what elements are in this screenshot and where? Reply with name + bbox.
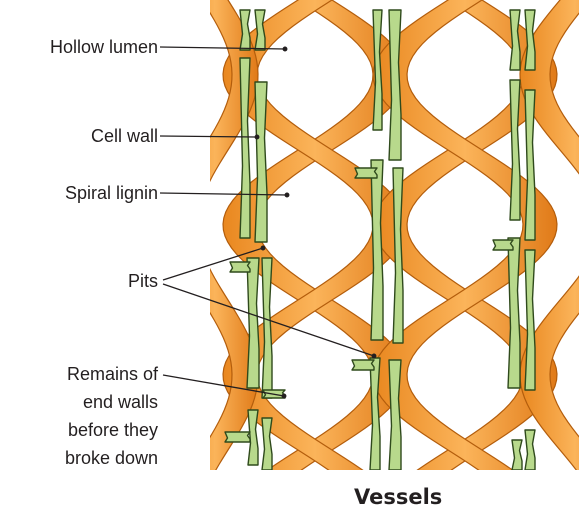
leader-dot-spiral-lignin xyxy=(285,193,289,197)
leader-dot-end-walls xyxy=(282,394,286,398)
cell-wall-segment-1 xyxy=(240,10,250,50)
cell-wall-segment-6 xyxy=(262,258,272,398)
label-end-walls-line-3: before they xyxy=(0,419,158,441)
label-hollow-lumen: Hollow lumen xyxy=(0,36,158,58)
cell-wall-segment-11 xyxy=(371,160,383,340)
label-cell-wall: Cell wall xyxy=(0,125,158,147)
cell-wall-segment-20 xyxy=(525,250,535,390)
label-end-walls-line-4: broke down xyxy=(0,447,158,469)
leader-dot-pits-2 xyxy=(372,354,376,358)
cell-wall-segment-23 xyxy=(230,262,250,272)
cell-wall-segment-21 xyxy=(512,440,522,470)
leader-dot-hollow-lumen xyxy=(283,47,287,51)
cell-wall-segment-17 xyxy=(510,80,520,220)
label-spiral-lignin: Spiral lignin xyxy=(0,182,158,204)
leader-dot-cell-wall xyxy=(255,135,259,139)
label-end-walls-line-2: end walls xyxy=(0,391,158,413)
leader-dot-pits-1 xyxy=(261,246,265,250)
label-end-walls-line-1: Remains of xyxy=(0,363,158,385)
cell-wall-segment-14 xyxy=(389,360,401,470)
cell-wall-segment-2 xyxy=(255,10,265,50)
cell-wall-segment-27 xyxy=(493,240,513,250)
cell-wall-segment-10 xyxy=(389,10,401,160)
diagram-caption: Vessels xyxy=(354,485,442,509)
cell-wall-segment-16 xyxy=(525,10,535,70)
cell-wall-segment-26 xyxy=(352,360,374,370)
label-pits: Pits xyxy=(0,270,158,292)
cell-wall-segment-3 xyxy=(240,58,250,238)
cell-wall-segment-13 xyxy=(370,358,380,470)
cell-wall-segment-5 xyxy=(247,258,259,388)
cell-wall-segment-19 xyxy=(508,238,520,388)
cell-wall-segment-4 xyxy=(255,82,267,242)
cell-wall-segment-12 xyxy=(393,168,403,343)
cell-wall-segment-18 xyxy=(525,90,535,240)
cell-wall-segment-25 xyxy=(355,168,377,178)
cell-wall-segment-24 xyxy=(225,432,250,442)
cell-wall-segment-15 xyxy=(510,10,520,70)
cell-wall-segment-8 xyxy=(262,418,272,470)
cell-wall-segment-22 xyxy=(525,430,535,470)
